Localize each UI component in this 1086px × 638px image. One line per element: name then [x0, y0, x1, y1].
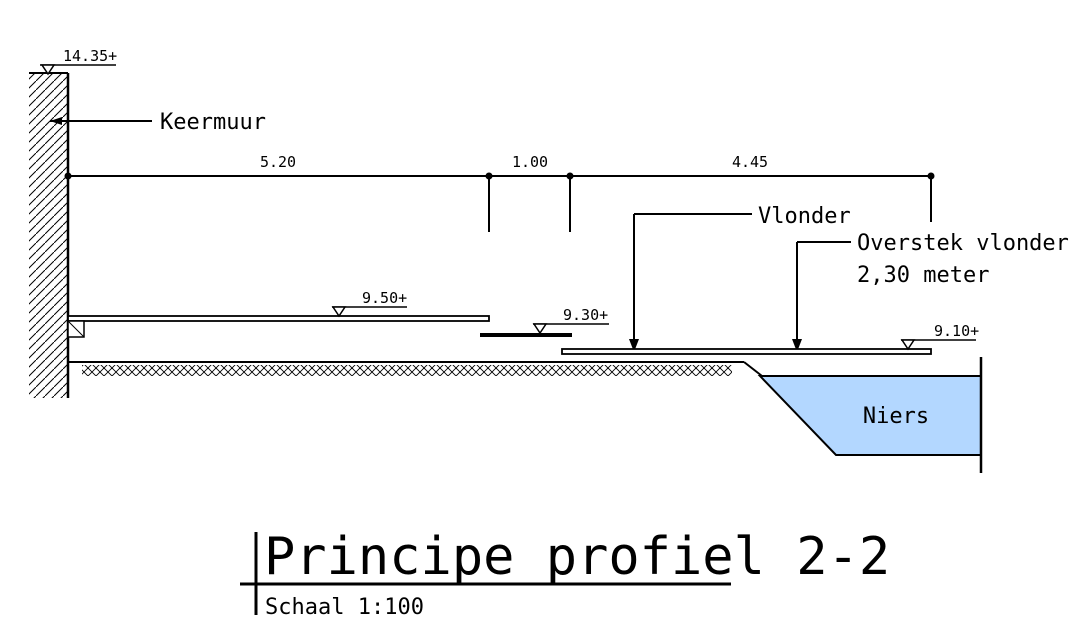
level-label-upper-deck: 9.50+: [362, 289, 407, 307]
keermuur-leader: Keermuur: [50, 110, 266, 135]
dimension-label-2: 1.00: [512, 153, 548, 171]
title-block: Principe profiel 2-2 Schaal 1:100: [240, 527, 890, 620]
overstek-label-line2: 2,30 meter: [857, 263, 989, 288]
overstek-leader: Overstek vlonder 2,30 meter: [792, 231, 1069, 352]
lower-deck: [561, 348, 932, 355]
dimension-label-3: 4.45: [732, 153, 768, 171]
level-label-lower-deck: 9.10+: [934, 322, 979, 340]
level-marker-lower-deck: 9.10+: [900, 322, 979, 351]
overstek-label-line1: Overstek vlonder: [857, 231, 1069, 256]
ground-surface: [68, 361, 763, 377]
level-marker-upper-deck: 9.50+: [331, 289, 407, 318]
level-marker-top-wall: 14.35+: [40, 47, 117, 76]
middle-step: [480, 333, 572, 337]
vlonder-label: Vlonder: [758, 204, 851, 229]
drawing-scale: Schaal 1:100: [265, 595, 424, 620]
level-label-middle-step: 9.30+: [563, 306, 608, 324]
niers-label: Niers: [863, 404, 929, 429]
vlonder-leader: Vlonder: [629, 204, 851, 352]
keermuur-label: Keermuur: [160, 110, 266, 135]
level-marker-middle-step: 9.30+: [532, 306, 609, 335]
upper-deck: [67, 315, 490, 338]
drawing-title: Principe profiel 2-2: [264, 527, 890, 587]
retaining-wall: [29, 72, 70, 398]
river-niers: Niers: [757, 357, 983, 473]
dimension-line: 5.20 1.00 4.45: [64, 153, 935, 232]
dimension-label-1: 5.20: [260, 153, 296, 171]
level-label-top-wall: 14.35+: [63, 47, 117, 65]
